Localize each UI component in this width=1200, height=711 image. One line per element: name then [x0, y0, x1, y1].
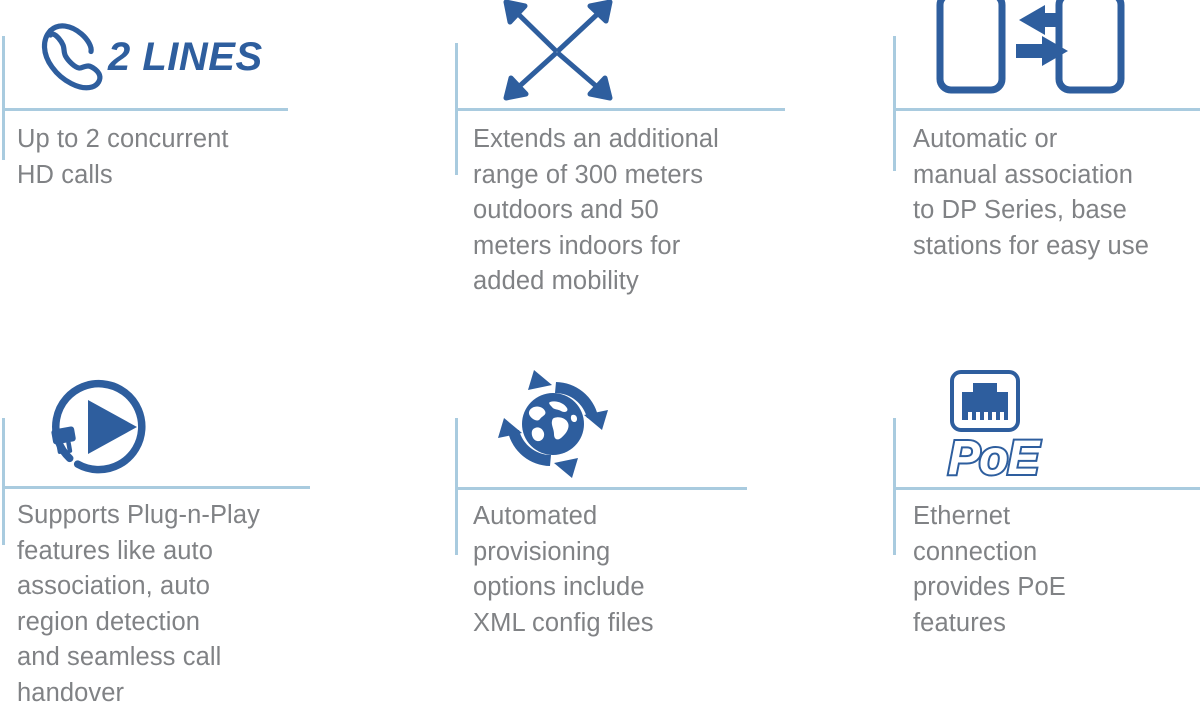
- feature-text-association: Automatic or manual association to DP Se…: [913, 125, 1149, 260]
- cell-vertical-rule: [893, 36, 896, 171]
- cell-vertical-rule: [893, 418, 896, 555]
- cell-horizontal-rule: [2, 486, 310, 489]
- cell-horizontal-rule: [455, 487, 747, 490]
- cell-horizontal-rule: [893, 487, 1200, 490]
- poe-icon-label: PoE: [948, 432, 1041, 485]
- feature-cell-extended-range: Extends an additional range of 300 meter…: [440, 0, 840, 340]
- ethernet-poe-icon: PoE: [942, 368, 1062, 487]
- phone-handset-2-lines-icon: 2 LINES: [30, 14, 262, 96]
- feature-text-two-lines: Up to 2 concurrent HD calls: [17, 125, 229, 189]
- feature-text-extended-range: Extends an additional range of 300 meter…: [473, 125, 719, 295]
- feature-cell-two-lines: 2 LINES Up to 2 concurrent HD calls: [0, 0, 400, 340]
- feature-cell-plug-n-play: Supports Plug-n-Play features like auto …: [0, 360, 400, 707]
- feature-cell-poe: PoE Ethernet connection provides PoE fea…: [880, 360, 1200, 699]
- globe-sync-arrows-icon: [488, 368, 618, 480]
- four-way-expand-arrows-icon: [493, 0, 623, 101]
- feature-cell-association: Automatic or manual association to DP Se…: [880, 0, 1200, 340]
- feature-text-poe: Ethernet connection provides PoE feature…: [913, 502, 1066, 637]
- two-devices-exchange-arrows-icon: [935, 0, 1135, 96]
- cell-horizontal-rule: [2, 108, 288, 111]
- feature-text-provisioning: Automated provisioning options include X…: [473, 502, 654, 637]
- cell-vertical-rule: [455, 418, 458, 555]
- two-lines-icon-label: 2 LINES: [107, 35, 263, 79]
- feature-cell-provisioning: Automated provisioning options include X…: [440, 360, 840, 699]
- feature-text-plug-n-play: Supports Plug-n-Play features like auto …: [17, 501, 260, 707]
- cell-vertical-rule: [2, 418, 5, 545]
- cell-vertical-rule: [2, 36, 5, 160]
- plug-and-play-circle-icon: [40, 372, 170, 482]
- cell-horizontal-rule: [893, 108, 1200, 111]
- cell-horizontal-rule: [455, 108, 785, 111]
